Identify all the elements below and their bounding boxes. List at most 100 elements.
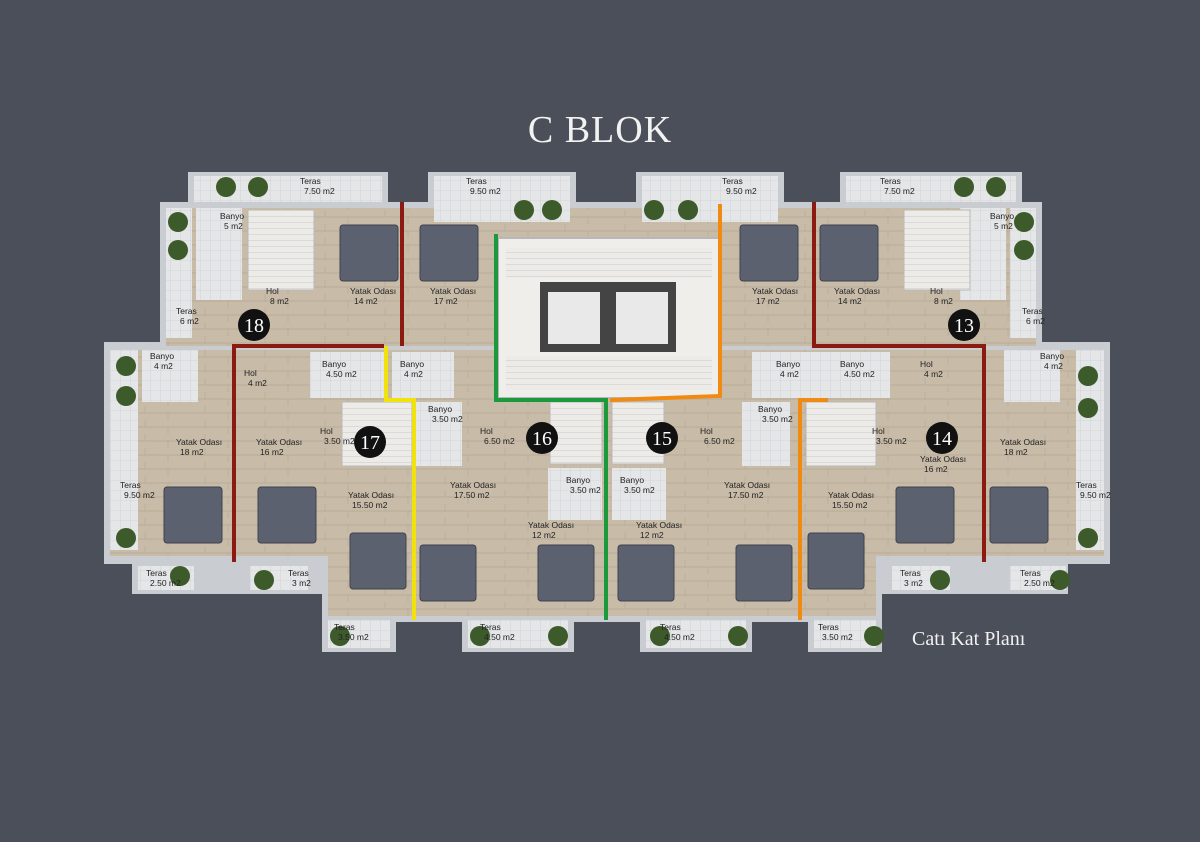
room-area: 15.50 m2 — [832, 500, 868, 510]
room-area: 4.50 m2 — [844, 369, 875, 379]
room-name: Hol — [920, 359, 933, 369]
room-area: 14 m2 — [838, 296, 862, 306]
room-name: Yatak Odası — [450, 480, 496, 490]
room-area: 14 m2 — [354, 296, 378, 306]
room-area: 15.50 m2 — [352, 500, 388, 510]
room-name: Teras — [288, 568, 309, 578]
room-name: Hol — [266, 286, 279, 296]
room-name: Banyo — [220, 211, 244, 221]
room-name: Hol — [930, 286, 943, 296]
boundary-yellow — [384, 346, 416, 620]
room-area: 3 m2 — [292, 578, 311, 588]
room-area: 16 m2 — [260, 447, 284, 457]
room-area: 3.50 m2 — [324, 436, 355, 446]
room-name: Yatak Odası — [828, 490, 874, 500]
plants — [116, 177, 1098, 646]
terraces — [110, 176, 1104, 648]
room-area: 6.50 m2 — [484, 436, 515, 446]
unit-number: 15 — [652, 428, 672, 450]
unit-marker-circle — [526, 422, 558, 454]
room-name: Teras — [900, 568, 921, 578]
room-area: 3.50 m2 — [762, 414, 793, 424]
room-area: 9.50 m2 — [1080, 490, 1111, 500]
room-area: 5 m2 — [224, 221, 243, 231]
room-name: Banyo — [400, 359, 424, 369]
room-name: Banyo — [776, 359, 800, 369]
room-name: Teras — [176, 306, 197, 316]
room-area: 17.50 m2 — [454, 490, 490, 500]
room-name: Banyo — [322, 359, 346, 369]
unit-number: 16 — [532, 428, 552, 450]
unit-number-marker: 13 — [948, 309, 980, 341]
room-name: Teras — [1022, 306, 1043, 316]
room-name: Banyo — [150, 351, 174, 361]
unit-marker-circle — [238, 309, 270, 341]
room-area: 17 m2 — [434, 296, 458, 306]
room-area: 4 m2 — [154, 361, 173, 371]
room-name: Hol — [320, 426, 333, 436]
room-area: 2.50 m2 — [1024, 578, 1055, 588]
unit-number-marker: 14 — [926, 422, 958, 454]
room-area: 9.50 m2 — [124, 490, 155, 500]
room-area: 18 m2 — [1004, 447, 1028, 457]
room-name: Banyo — [840, 359, 864, 369]
plan-subtitle: Catı Kat Planı — [912, 628, 1026, 650]
room-area: 3.50 m2 — [876, 436, 907, 446]
room-area: 3.50 m2 — [624, 485, 655, 495]
room-area: 8 m2 — [270, 296, 289, 306]
room-area: 18 m2 — [180, 447, 204, 457]
unit-marker-circle — [948, 309, 980, 341]
room-area: 17.50 m2 — [728, 490, 764, 500]
unit-marker-circle — [646, 422, 678, 454]
room-area: 6.50 m2 — [704, 436, 735, 446]
unit-number-marker: 18 — [238, 309, 270, 341]
room-area: 9.50 m2 — [470, 186, 501, 196]
room-name: Teras — [880, 176, 901, 186]
room-area: 5 m2 — [994, 221, 1013, 231]
room-name: Teras — [1020, 568, 1041, 578]
unit-boundaries — [232, 202, 986, 620]
room-area: 4 m2 — [1044, 361, 1063, 371]
room-name: Yatak Odası — [430, 286, 476, 296]
room-area: 6 m2 — [1026, 316, 1045, 326]
unit-marker-circle — [926, 422, 958, 454]
room-name: Teras — [1076, 480, 1097, 490]
room-name: Yatak Odası — [636, 520, 682, 530]
room-name: Banyo — [758, 404, 782, 414]
room-name: Teras — [300, 176, 321, 186]
room-name: Hol — [700, 426, 713, 436]
room-area: 4 m2 — [248, 378, 267, 388]
room-name: Yatak Odası — [348, 490, 394, 500]
room-name: Teras — [722, 176, 743, 186]
room-area: 3.50 m2 — [432, 414, 463, 424]
room-area: 12 m2 — [532, 530, 556, 540]
